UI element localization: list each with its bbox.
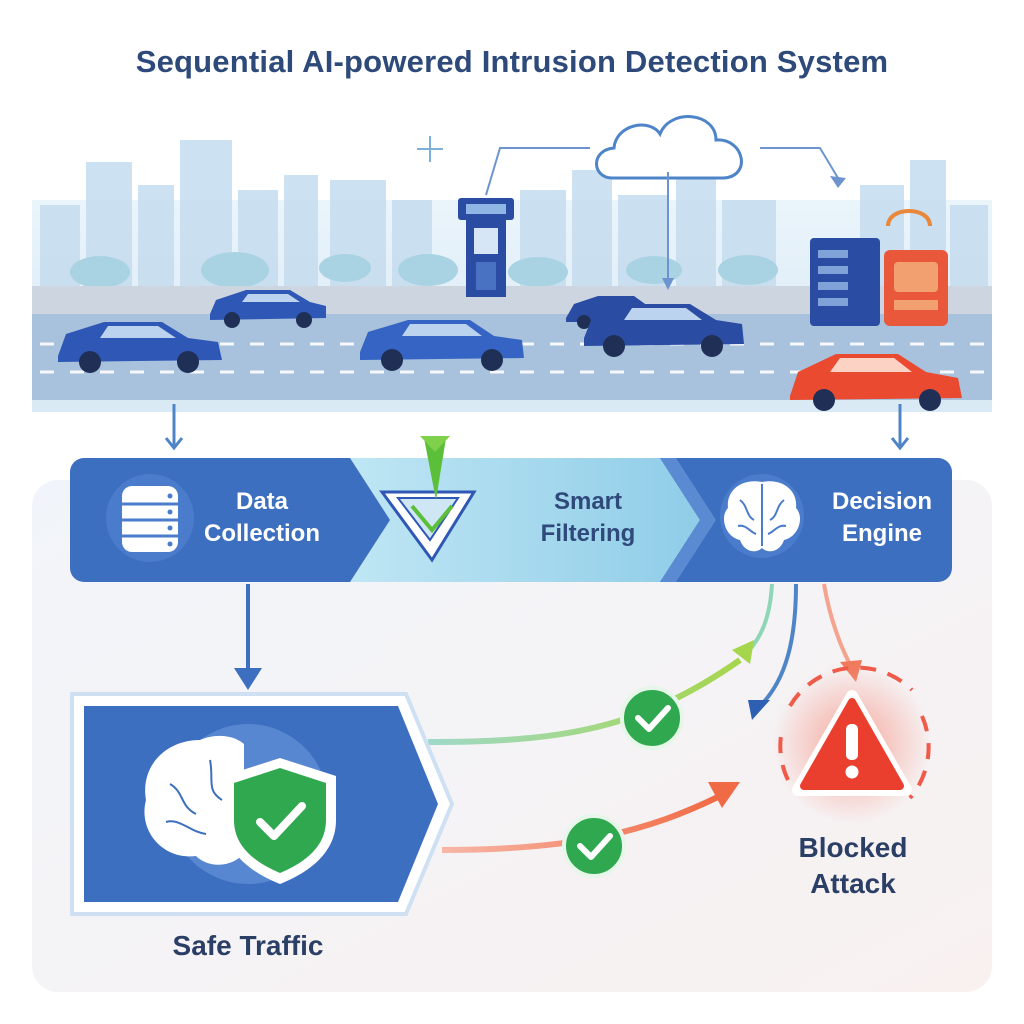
car-icon <box>210 290 326 328</box>
shield-check-icon <box>224 758 336 884</box>
blocked-attack-label: Blocked Attack <box>758 830 948 902</box>
scene-to-pipeline-arrows <box>164 404 910 451</box>
cloud-icon <box>485 115 846 290</box>
stage-data-collection-label: Data Collection <box>192 486 332 550</box>
sensor-tower-icon <box>458 198 514 297</box>
attack-car-icon <box>790 354 962 411</box>
city-scene <box>32 115 992 412</box>
stage-label-line: Smart <box>553 488 623 515</box>
sparkle-icon <box>417 136 443 162</box>
outcome-label-line: Blocked <box>798 832 908 863</box>
page-title: Sequential AI-powered Intrusion Detectio… <box>135 44 889 79</box>
stage-label-line: Decision <box>831 488 933 515</box>
brain-icon <box>720 474 804 558</box>
stage-label-line: Data <box>235 488 289 515</box>
stage-label-line: Engine <box>841 520 922 547</box>
check-badge-icon <box>562 814 626 878</box>
stage-label-line: Collection <box>203 520 320 547</box>
car-icon <box>58 322 222 373</box>
filter-funnel-icon <box>379 436 477 563</box>
safe-traffic-label: Safe Traffic <box>172 930 324 961</box>
gateway-device-icon <box>884 209 948 326</box>
check-badge-icon <box>620 686 684 750</box>
stage-decision-engine-label: Decision Engine <box>812 486 952 550</box>
car-icon <box>360 320 524 371</box>
database-icon <box>106 474 194 562</box>
car-icon <box>584 304 744 357</box>
outcome-label-line: Attack <box>810 868 896 899</box>
server-rack-icon <box>810 238 880 326</box>
stage-smart-filtering-label: Smart Filtering <box>518 486 658 550</box>
stage-label-line: Filtering <box>540 520 636 547</box>
warning-triangle-icon <box>772 664 932 824</box>
